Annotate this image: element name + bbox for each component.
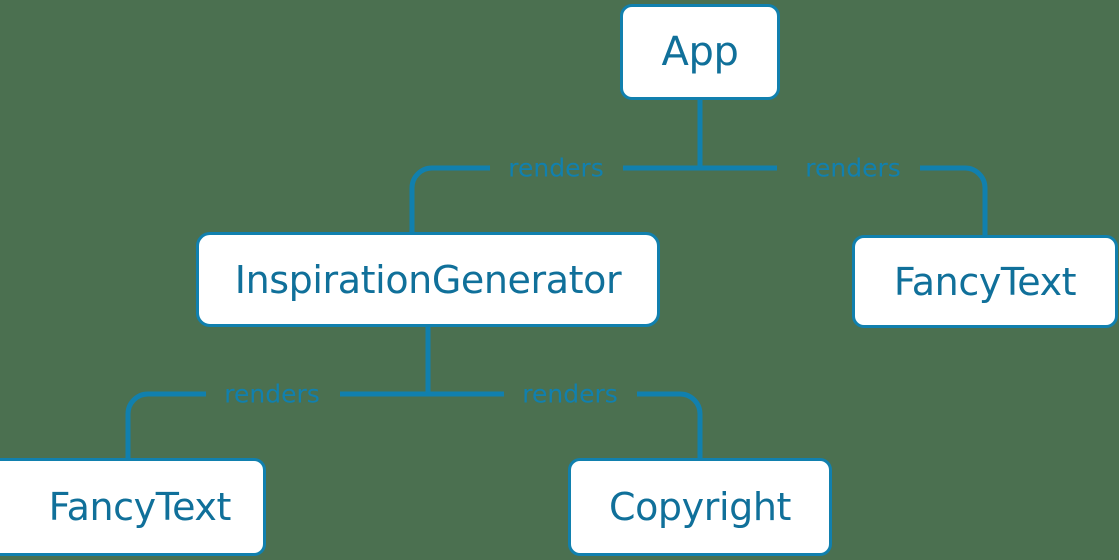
node-copyright-label: Copyright [608, 485, 792, 529]
node-inspiration-generator[interactable]: InspirationGenerator [196, 232, 660, 327]
node-fancytext-inspiration-generator-label: FancyText [48, 485, 232, 529]
edge-label-inspiration-generator-to-copyright: renders [522, 379, 618, 409]
edge-app-to-fancytext-tail [920, 165, 988, 235]
node-fancytext-app-label: FancyText [893, 259, 1077, 304]
edge-inspiration-generator-to-fancytext-tail [125, 391, 206, 458]
node-copyright[interactable]: Copyright [568, 458, 832, 556]
node-inspiration-generator-label: InspirationGenerator [234, 257, 622, 302]
node-app[interactable]: App [620, 4, 780, 100]
edge-inspiration-generator-to-copyright-tail [637, 391, 703, 458]
edge-label-app-to-fancytext: renders [805, 153, 901, 183]
node-fancytext-inspiration-generator[interactable]: FancyText [0, 458, 266, 556]
node-app-label: App [661, 29, 739, 75]
edge-app-to-inspiration-generator-tail [409, 165, 490, 232]
edge-label-inspiration-generator-to-fancytext: renders [224, 379, 320, 409]
node-fancytext-app[interactable]: FancyText [852, 235, 1118, 328]
edge-label-app-to-inspiration-generator: renders [508, 153, 604, 183]
